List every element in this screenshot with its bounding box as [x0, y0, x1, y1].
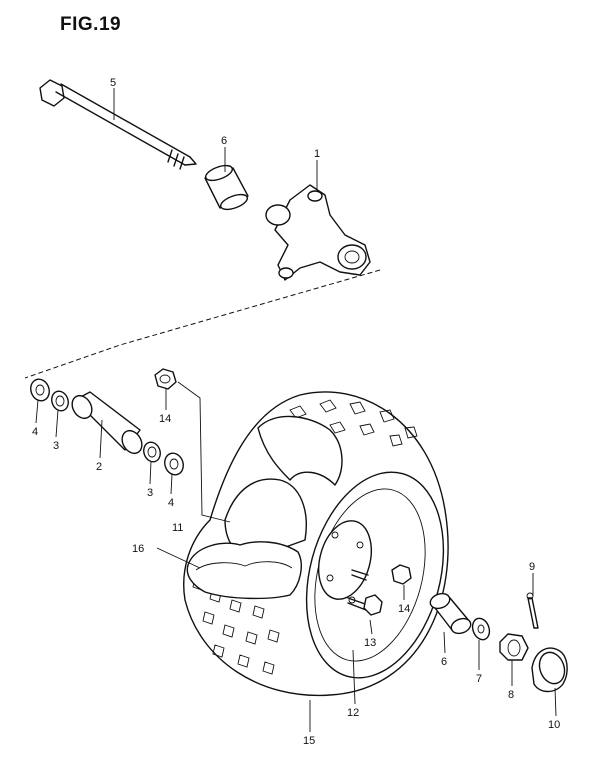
callout-14b: 14 — [398, 603, 410, 615]
part-spacer-lower — [429, 592, 472, 635]
part-washer — [471, 617, 491, 641]
axis-dashed-line — [24, 269, 381, 379]
callout-6b: 6 — [441, 656, 447, 668]
callout-1: 1 — [314, 148, 320, 160]
callout-8: 8 — [508, 689, 514, 701]
part-nut-lower — [391, 564, 412, 585]
part-spacer-tube — [71, 391, 143, 455]
callout-3a: 3 — [53, 440, 59, 452]
callout-10: 10 — [548, 719, 560, 731]
part-bearing-left — [51, 390, 69, 412]
part-wheel-tire-assembly — [183, 391, 449, 697]
callout-4a: 4 — [32, 426, 38, 438]
callout-12: 12 — [347, 707, 359, 719]
part-hub-cap — [531, 647, 568, 693]
callout-numbers: 1 2 3 3 4 4 5 6 6 7 8 9 10 11 12 13 14 1… — [32, 77, 560, 747]
callout-15: 15 — [303, 735, 315, 747]
figure-title: FIG.19 — [60, 14, 122, 35]
part-seal-left — [30, 378, 50, 402]
callout-9: 9 — [529, 561, 535, 573]
part-bearing-right — [143, 441, 161, 463]
callout-13: 13 — [364, 637, 376, 649]
part-nut-upper — [154, 368, 177, 390]
part-spacer-upper — [204, 164, 249, 211]
callout-14a: 14 — [159, 413, 171, 425]
callout-3b: 3 — [147, 487, 153, 499]
part-cotter-pin — [526, 592, 539, 629]
callout-7: 7 — [476, 673, 482, 685]
callout-2: 2 — [96, 461, 102, 473]
callout-6a: 6 — [221, 135, 227, 147]
part-hub — [265, 184, 371, 281]
callout-16: 16 — [132, 543, 144, 555]
callout-11: 11 — [172, 522, 183, 534]
part-seal-right — [164, 452, 184, 476]
callout-5: 5 — [110, 77, 116, 89]
part-axle-bolt — [39, 79, 197, 170]
callout-4b: 4 — [168, 497, 174, 509]
part-wheel-bolt — [347, 569, 383, 616]
part-castle-nut — [499, 633, 529, 661]
leader-lines — [35, 88, 557, 732]
